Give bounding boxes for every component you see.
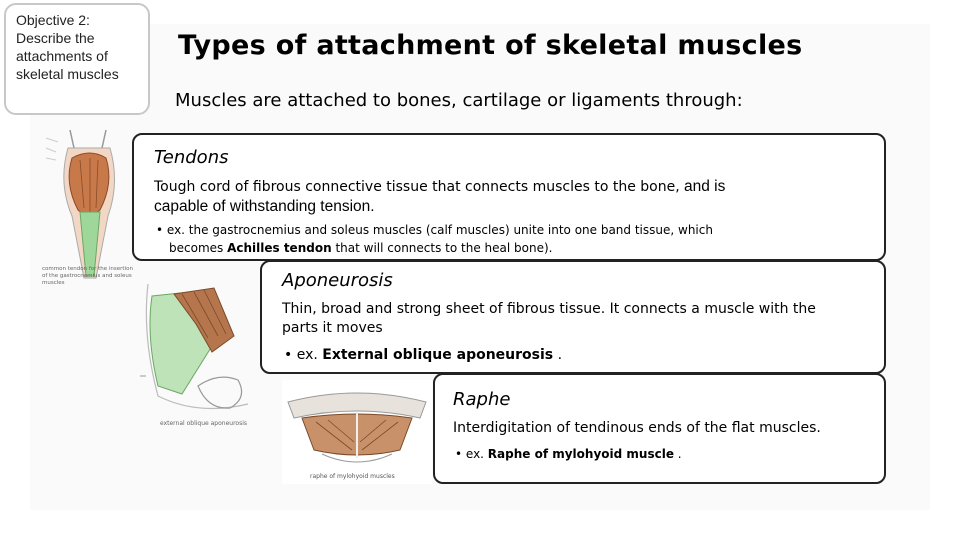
- tendons-example: • ex. the gastrocnemius and soleus muscl…: [156, 221, 776, 257]
- raphe-heading: Raphe: [453, 389, 511, 410]
- tendons-example-line1: • ex. the gastrocnemius and soleus muscl…: [156, 223, 713, 237]
- aponeurosis-example-post: .: [553, 347, 563, 363]
- tendons-card: Tendons Tough cord of fibrous connective…: [132, 133, 886, 261]
- aponeurosis-example: • ex. External oblique aponeurosis .: [284, 346, 824, 365]
- slide-subtitle: Muscles are attached to bones, cartilage…: [175, 90, 743, 111]
- tendons-description: Tough cord of fibrous connective tissue …: [154, 177, 774, 217]
- raphe-card: Raphe Interdigitation of tendinous ends …: [433, 373, 886, 484]
- tendons-example-bold: Achilles tendon: [227, 241, 332, 255]
- raphe-example-pre: • ex.: [455, 447, 488, 461]
- tendons-heading: Tendons: [154, 147, 229, 168]
- aponeurosis-example-pre: • ex.: [284, 347, 323, 363]
- objective-line: skeletal muscles: [16, 66, 119, 82]
- objective-line: Objective 2:: [16, 12, 90, 28]
- oblique-figure-caption: external oblique aponeurosis: [160, 420, 247, 427]
- raphe-example-bold: Raphe of mylohyoid muscle: [487, 447, 674, 461]
- aponeurosis-heading: Aponeurosis: [282, 270, 393, 291]
- aponeurosis-example-bold: External oblique aponeurosis: [322, 347, 554, 363]
- objective-line: Describe the: [16, 30, 95, 46]
- objective-line: attachments of: [16, 48, 108, 64]
- calf-muscle-figure: [40, 128, 140, 293]
- tendons-example-pre: becomes: [169, 241, 228, 255]
- tendons-example-line2: becomes Achilles tendon that will connec…: [156, 239, 776, 257]
- objective-box: Objective 2: Describe the attachments of…: [4, 3, 150, 115]
- mylohyoid-muscle-figure: [282, 380, 432, 484]
- calf-figure-caption: common tendon for the insertion of the g…: [42, 266, 133, 286]
- oblique-muscle-figure: [138, 276, 260, 436]
- tendons-example-post: that will connects to the heal bone).: [331, 241, 553, 255]
- tendons-description-part1: Tough cord of fibrous connective tissue …: [154, 179, 680, 195]
- aponeurosis-card: Aponeurosis Thin, broad and strong sheet…: [260, 260, 886, 374]
- raphe-example: • ex. Raphe of mylohyoid muscle .: [455, 445, 875, 463]
- mylohyoid-figure-caption: raphe of mylohyoid muscles: [310, 473, 395, 480]
- tendons-description-part2: and is capable of withstanding tension.: [154, 178, 726, 215]
- slide-title: Types of attachment of skeletal muscles: [178, 30, 803, 61]
- raphe-example-post: .: [673, 447, 682, 461]
- raphe-description: Interdigitation of tendinous ends of the…: [453, 420, 821, 436]
- aponeurosis-description: Thin, broad and strong sheet of fibrous …: [282, 301, 816, 336]
